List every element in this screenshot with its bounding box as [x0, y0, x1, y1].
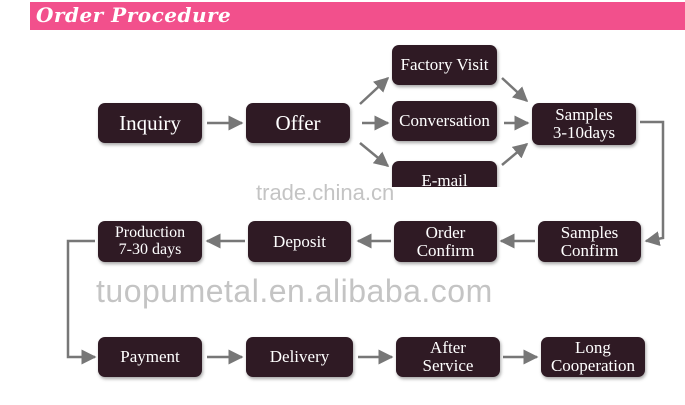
node-conversation-label: Conversation [399, 111, 490, 131]
node-factory-visit: Factory Visit [392, 45, 497, 85]
node-long-cooperation-line1: Long [575, 338, 611, 358]
title-bar: Order Procedure [30, 2, 685, 30]
arrow-factory-samples [501, 77, 529, 103]
arrow-email-samples [501, 143, 529, 166]
node-samples-confirm-line1: Samples [560, 222, 619, 242]
node-deposit: Deposit [248, 221, 351, 262]
arrow-samples-samplesconfirm [640, 120, 665, 247]
node-long-cooperation: Long Cooperation [541, 337, 645, 377]
node-order-confirm: Order Confirm [394, 221, 497, 262]
node-factory-visit-label: Factory Visit [400, 55, 489, 75]
arrow-offer-email [359, 142, 390, 167]
node-deposit-label: Deposit [273, 231, 326, 251]
node-production: Production 7-30 days [98, 221, 202, 262]
node-after-service-line1: After [430, 338, 466, 358]
node-payment: Payment [98, 337, 202, 377]
node-email-label: E-mail [421, 171, 468, 187]
node-delivery: Delivery [246, 337, 353, 377]
arrow-offer-factory [359, 76, 390, 105]
node-order-confirm-line1: Order [425, 222, 466, 242]
node-inquiry-label: Inquiry [119, 110, 181, 135]
node-offer: Offer [246, 103, 350, 143]
node-samples-confirm-line2: Confirm [560, 240, 619, 260]
node-inquiry: Inquiry [98, 103, 202, 143]
node-production-line2: 7-30 days [118, 240, 182, 258]
watermark-large: tuopumetal.en.alibaba.com [96, 273, 493, 309]
watermark-small: trade.china.cn [256, 180, 395, 205]
node-samples-line2: 3-10days [552, 123, 616, 142]
node-samples-line1: Samples [555, 105, 613, 125]
page-title: Order Procedure [36, 3, 232, 27]
node-payment-label: Payment [120, 347, 180, 367]
node-production-line1: Production [114, 223, 186, 241]
node-email-clip: E-mail [390, 158, 502, 187]
node-samples-confirm: Samples Confirm [538, 221, 641, 262]
node-email: E-mail [392, 161, 497, 187]
node-samples: Samples 3-10days [532, 103, 636, 145]
node-conversation: Conversation [392, 101, 497, 141]
arrow-production-payment [66, 239, 97, 365]
node-delivery-label: Delivery [269, 347, 330, 367]
node-order-confirm-line2: Confirm [416, 240, 475, 260]
node-after-service-line2: Service [422, 356, 474, 375]
node-after-service: After Service [396, 337, 500, 377]
node-offer-label: Offer [275, 110, 321, 135]
node-long-cooperation-line2: Cooperation [550, 356, 636, 375]
